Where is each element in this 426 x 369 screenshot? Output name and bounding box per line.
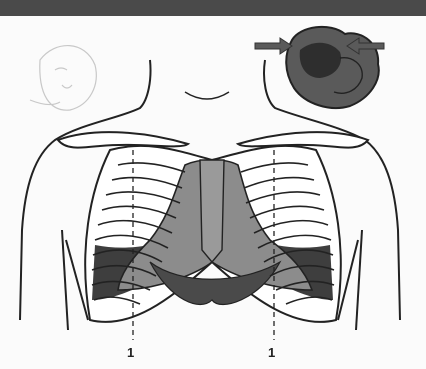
faded-face-sketch [30,46,96,111]
marker-label-left: 1 [127,345,134,360]
clavicles [58,132,368,148]
sternum [200,160,224,262]
heart-icon [286,27,379,108]
marker-label-right: 1 [268,345,275,360]
